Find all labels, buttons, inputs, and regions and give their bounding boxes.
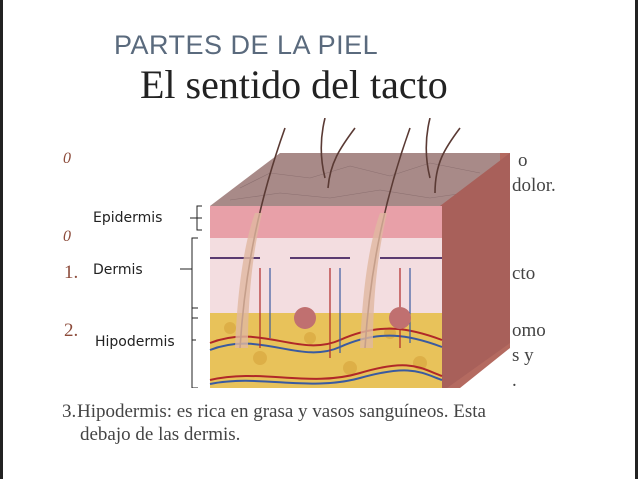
list-number: 1. (64, 262, 79, 283)
epidermis-layer (210, 206, 442, 238)
skin-cross-section-diagram (180, 118, 510, 388)
label-hipodermis: Hipodermis (95, 334, 175, 350)
slide-subtitle: PARTES DE LA PIEL (114, 30, 379, 60)
slide-title: El sentido del tacto (140, 62, 448, 100)
list-number: 2. (64, 320, 79, 341)
sweat-gland (294, 307, 316, 329)
text-fragment: s y (512, 345, 534, 366)
item-text: Hipodermis: es rica en grasa y vasos san… (77, 401, 486, 421)
slide-title-container: El sentido del tacto (140, 62, 500, 100)
text-fragment: dolor. (512, 175, 556, 196)
label-dermis: Dermis (93, 262, 143, 278)
bullet-marker: 0 (63, 228, 71, 245)
text-fragment: o (518, 150, 528, 171)
slide-border-right (635, 0, 638, 479)
bullet-marker: 0 (63, 150, 71, 167)
text-fragment: . (512, 370, 517, 391)
list-number: 3. (62, 401, 77, 421)
slide-border-left (0, 0, 3, 479)
text-fragment: cto (512, 263, 536, 284)
label-leaders (180, 205, 202, 388)
label-epidermis: Epidermis (93, 210, 163, 226)
list-item-3-line1: 3. Hipodermis: es rica en grasa y vasos … (62, 397, 582, 421)
skin-side (440, 153, 510, 388)
sweat-gland (389, 307, 411, 329)
text-fragment: omo (512, 320, 546, 341)
list-item-3-line2: debajo de las dermis. (80, 424, 241, 445)
